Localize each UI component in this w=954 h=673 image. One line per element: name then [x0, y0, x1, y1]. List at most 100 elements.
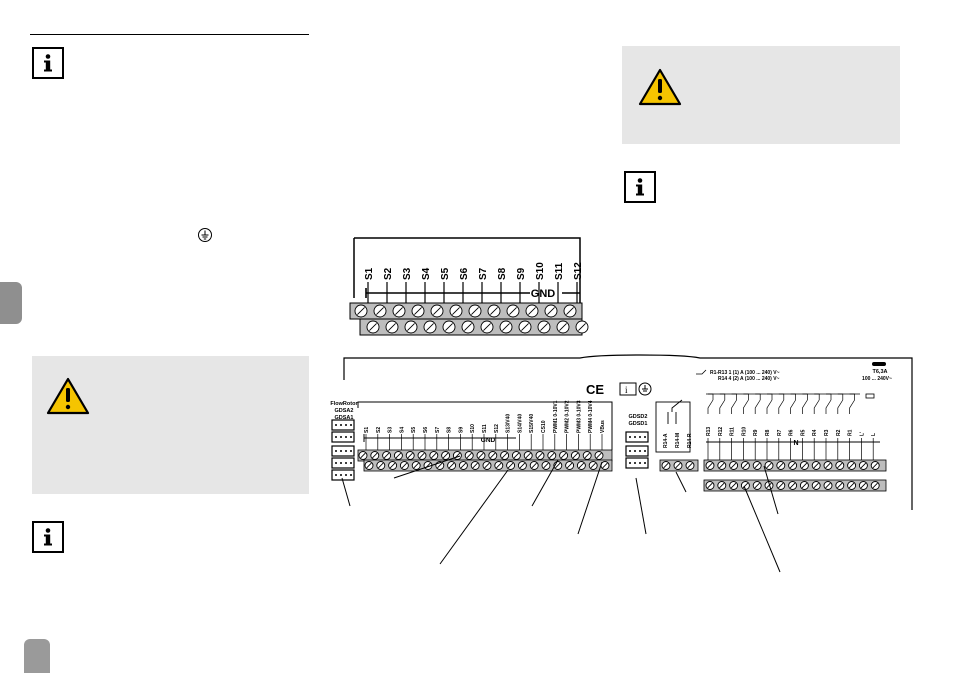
screw-terminal	[476, 451, 486, 460]
screw-terminal	[385, 320, 399, 334]
screw-terminal	[517, 461, 527, 470]
screw-terminal	[364, 461, 374, 470]
screw-terminal	[525, 304, 539, 318]
relay14-label: R14-A	[663, 433, 669, 448]
terminal-label: S9	[458, 427, 464, 433]
screw-terminal	[393, 451, 403, 460]
screw-terminal	[811, 481, 821, 490]
screw-terminal	[370, 451, 380, 460]
screw-terminal	[870, 461, 880, 470]
connector-socket	[331, 445, 355, 457]
screw-terminal	[388, 461, 398, 470]
screw-terminal	[858, 461, 868, 470]
sensor-label-s3: S3	[402, 267, 413, 280]
screw-terminal	[382, 451, 392, 460]
terminal-label: S4	[399, 427, 405, 433]
screw-terminal	[458, 461, 468, 470]
terminal-label: S5	[411, 427, 417, 433]
screw-terminal	[441, 451, 451, 460]
sensor-label-s9: S9	[516, 267, 527, 280]
screw-terminal	[776, 481, 786, 490]
screw-terminal	[506, 461, 516, 470]
terminal-label: S6	[423, 427, 429, 433]
terminal-label: S1	[364, 427, 370, 433]
relay-label: R11	[730, 427, 736, 436]
connector-socket	[625, 457, 649, 469]
screw-terminal	[788, 461, 798, 470]
gdsd2-label: GDSD2	[629, 414, 648, 420]
screw-terminal	[799, 481, 809, 490]
screw-terminal	[470, 461, 480, 470]
connector-socket	[331, 431, 355, 443]
screw-terminal	[717, 481, 727, 490]
terminal-label: CS10	[541, 420, 547, 433]
screw-terminal	[494, 461, 504, 470]
screw-terminal	[600, 461, 610, 470]
relay-label: R10	[741, 427, 747, 436]
gdsa2-label: GDSA2	[335, 408, 354, 414]
terminal-label: S15/V40	[529, 414, 535, 433]
screw-terminal	[563, 304, 577, 318]
screw-terminal	[411, 304, 425, 318]
rating-line-2: R14 4 (2) A (100 ... 240) V~	[718, 376, 780, 382]
relay-label: R6	[789, 429, 795, 436]
sensor-label-s6: S6	[459, 267, 470, 280]
screw-terminal	[506, 304, 520, 318]
screw-terminal	[835, 481, 845, 490]
screw-terminal	[673, 461, 683, 470]
screw-terminal	[705, 461, 715, 470]
connector-socket	[331, 469, 355, 481]
relay-label: L'	[859, 432, 865, 436]
top-rule	[30, 34, 309, 35]
screw-terminal	[417, 451, 427, 460]
relay14-label: R14-M	[675, 433, 681, 448]
terminal-label: PWM4 0-10V4	[588, 400, 594, 433]
svg-text:i: i	[625, 385, 628, 395]
screw-terminal	[358, 451, 368, 460]
screw-terminal	[823, 461, 833, 470]
screw-terminal	[404, 320, 418, 334]
info-icon	[32, 47, 64, 79]
terminal-label: S10	[470, 424, 476, 433]
screw-terminal	[499, 320, 513, 334]
gdsa1-label: GDSA1	[335, 415, 354, 421]
terminal-label: S8	[447, 427, 453, 433]
protective-earth-icon	[198, 228, 212, 242]
sensor-label-s12: S12	[573, 262, 584, 280]
screw-terminal	[535, 451, 545, 460]
terminal-label: S13/V40	[506, 414, 512, 433]
gdsd1-label: GDSD1	[629, 421, 648, 427]
relay-label: R3	[824, 429, 830, 436]
warning-icon	[638, 68, 682, 106]
chapter-tab	[0, 282, 22, 324]
connector-socket	[331, 457, 355, 469]
screw-terminal	[547, 451, 557, 460]
relay-label: R2	[836, 429, 842, 436]
supply-voltage: 100 ... 240V~	[862, 376, 892, 382]
screw-terminal	[823, 481, 833, 490]
screw-terminal	[576, 461, 586, 470]
relay-label: R4	[812, 429, 818, 436]
screw-terminal	[570, 451, 580, 460]
screw-terminal	[858, 481, 868, 490]
screw-terminal	[811, 461, 821, 470]
terminal-label: PWM3 0-10V3	[576, 400, 582, 433]
screw-terminal	[582, 451, 592, 460]
screw-terminal	[788, 481, 798, 490]
relay-label: L	[871, 433, 877, 436]
screw-terminal	[661, 461, 671, 470]
leader-lines	[341, 455, 781, 573]
screw-terminal	[764, 481, 774, 490]
screw-terminal	[729, 481, 739, 490]
relay-label: R13	[706, 427, 712, 436]
screw-terminal	[752, 481, 762, 490]
flowrotor-label: FlowRotor	[330, 401, 358, 407]
screw-terminal	[366, 320, 380, 334]
relay-label: R5	[800, 429, 806, 436]
screw-terminal	[354, 304, 368, 318]
screw-terminal	[529, 461, 539, 470]
screw-terminal	[705, 481, 715, 490]
screw-terminal	[500, 451, 510, 460]
screw-terminal	[799, 461, 809, 470]
